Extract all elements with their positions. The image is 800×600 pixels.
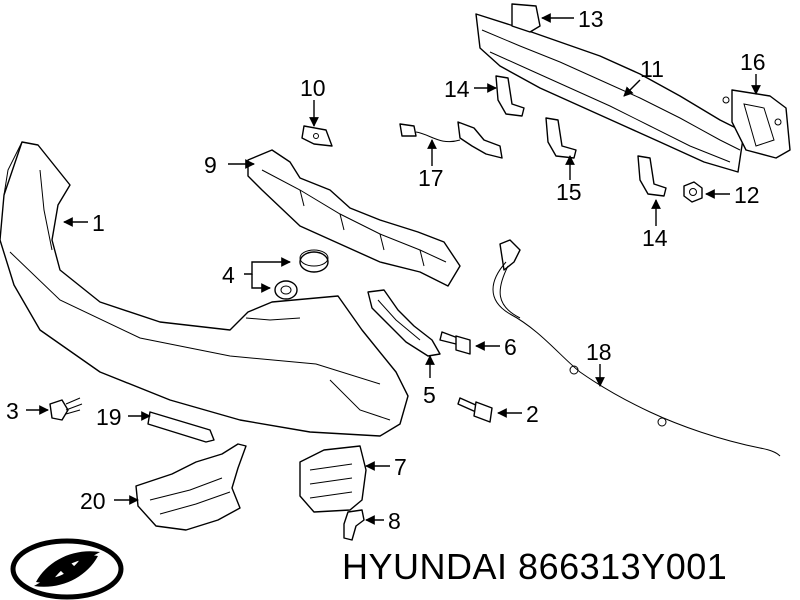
callout-11: 11 xyxy=(640,56,664,82)
callout-16: 16 xyxy=(740,49,766,75)
bracket-15 xyxy=(545,117,577,159)
callout-13: 13 xyxy=(578,6,604,32)
bracket-10 xyxy=(301,125,333,147)
part-number-caption: HYUNDAI 866313Y001 xyxy=(342,546,727,588)
callout-labels: 1 2 3 4 5 6 7 8 9 10 11 12 13 14 14 15 1… xyxy=(6,6,766,534)
screw-3 xyxy=(49,397,83,421)
brand-name: HYUNDAI xyxy=(342,546,508,587)
callout-17: 17 xyxy=(418,165,444,191)
callout-1: 1 xyxy=(92,210,105,236)
bracket-14-lower xyxy=(637,155,667,197)
callout-14-lower: 14 xyxy=(642,225,668,251)
nut-12 xyxy=(683,181,703,203)
callout-12: 12 xyxy=(734,182,760,208)
callout-10: 10 xyxy=(300,75,326,101)
clip-8 xyxy=(343,509,365,541)
callout-2: 2 xyxy=(526,401,539,427)
callout-6: 6 xyxy=(504,334,517,360)
callout-7: 7 xyxy=(394,454,407,480)
bracket-16 xyxy=(722,89,791,159)
bracket-14-upper xyxy=(495,75,525,117)
side-bracket-5 xyxy=(367,289,441,357)
under-cover-20 xyxy=(135,443,247,531)
grommets xyxy=(274,249,329,300)
callout-18: 18 xyxy=(586,339,612,365)
lower-bracket-7 xyxy=(299,445,367,513)
callout-19: 19 xyxy=(96,404,122,430)
part-number: 866313Y001 xyxy=(518,546,728,587)
callout-5: 5 xyxy=(423,382,436,408)
reinforcement-beam xyxy=(475,13,745,173)
callout-3: 3 xyxy=(6,398,19,424)
bumper-cover xyxy=(0,141,409,437)
callout-4: 4 xyxy=(222,262,235,288)
callout-8: 8 xyxy=(388,508,401,534)
callout-9: 9 xyxy=(204,152,217,178)
callout-14-upper: 14 xyxy=(444,76,470,102)
reflector-19 xyxy=(147,411,215,443)
bracket-13 xyxy=(511,3,541,33)
wiring-harness-18 xyxy=(492,239,781,457)
callout-20: 20 xyxy=(80,488,106,514)
sensor-harness-17 xyxy=(399,121,503,159)
energy-absorber xyxy=(247,149,461,287)
callout-15: 15 xyxy=(556,179,582,205)
leader-lines xyxy=(26,13,761,525)
hyundai-logo-icon xyxy=(10,538,124,600)
bolt-2 xyxy=(457,397,493,423)
screw-6 xyxy=(439,331,471,355)
